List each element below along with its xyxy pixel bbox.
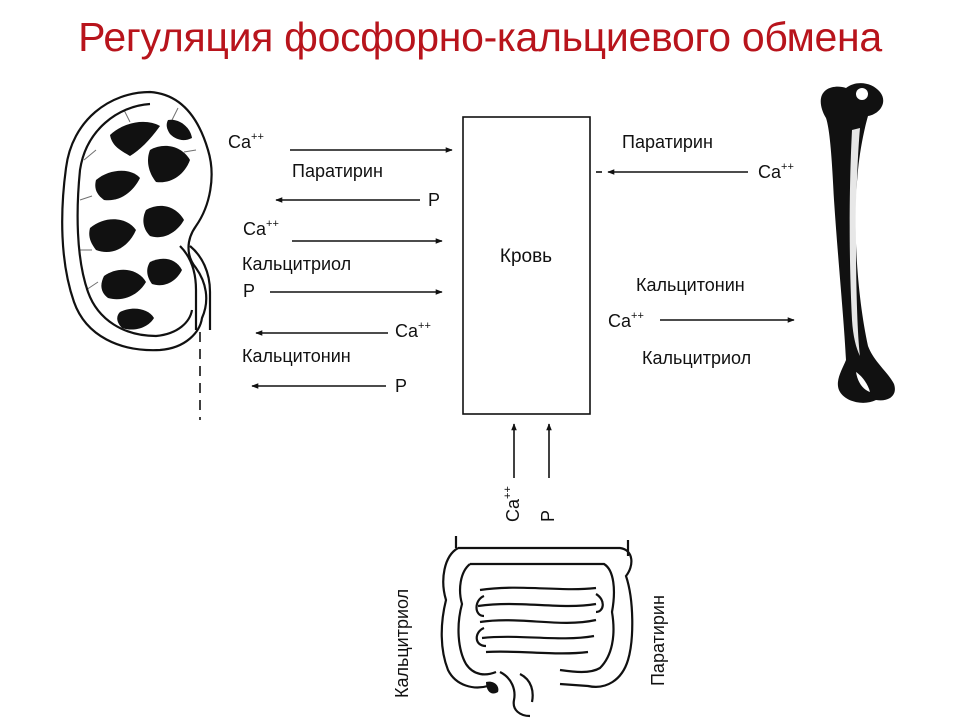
slide-title: Регуляция фосфорно-кальциевого обмена	[78, 14, 882, 60]
bone-calcitriol-label: Кальцитриол	[642, 348, 751, 368]
kidney-p-3-label: P	[395, 376, 407, 396]
intestine-calcitriol-label: Кальцитриол	[392, 589, 412, 698]
femur-bone-icon	[820, 83, 895, 403]
bone-ca-2-label: Ca++	[608, 310, 644, 331]
bone-paratyrin-label: Паратирин	[622, 132, 713, 152]
kidney-calcitriol-label: Кальцитриол	[242, 254, 351, 274]
kidney-icon	[61, 90, 213, 420]
bone-calcitonin-label: Кальцитонин	[636, 275, 745, 295]
intestine-icon	[440, 536, 634, 718]
intestine-paratyrin-label: Паратирин	[648, 595, 668, 686]
kidney-calcitonin-label: Кальцитонин	[242, 346, 351, 366]
intestine-exchange: Ca++ P Кальцитриол Паратирин	[392, 423, 668, 698]
kidney-p-1-label: P	[428, 190, 440, 210]
kidney-ca-3-label: Ca++	[395, 320, 431, 341]
intestine-p-label: P	[538, 510, 558, 522]
kidney-ca-1-label: Ca++	[228, 131, 264, 152]
bone-ca-1-label: Ca++	[758, 161, 794, 182]
blood-box	[462, 116, 591, 415]
intestine-ca-label: Ca++	[502, 486, 523, 522]
kidney-p-2-label: P	[243, 281, 255, 301]
bone-exchange: Паратирин Ca++ Кальцитонин Ca++ Кальцитр…	[596, 132, 795, 368]
blood-box-label: Кровь	[500, 246, 552, 267]
kidney-paratyrin-label: Паратирин	[292, 161, 383, 181]
kidney-ca-2-label: Ca++	[243, 218, 279, 239]
kidney-exchange: Ca++ Паратирин P Ca++ Кальцитриол P Ca++…	[228, 131, 453, 396]
